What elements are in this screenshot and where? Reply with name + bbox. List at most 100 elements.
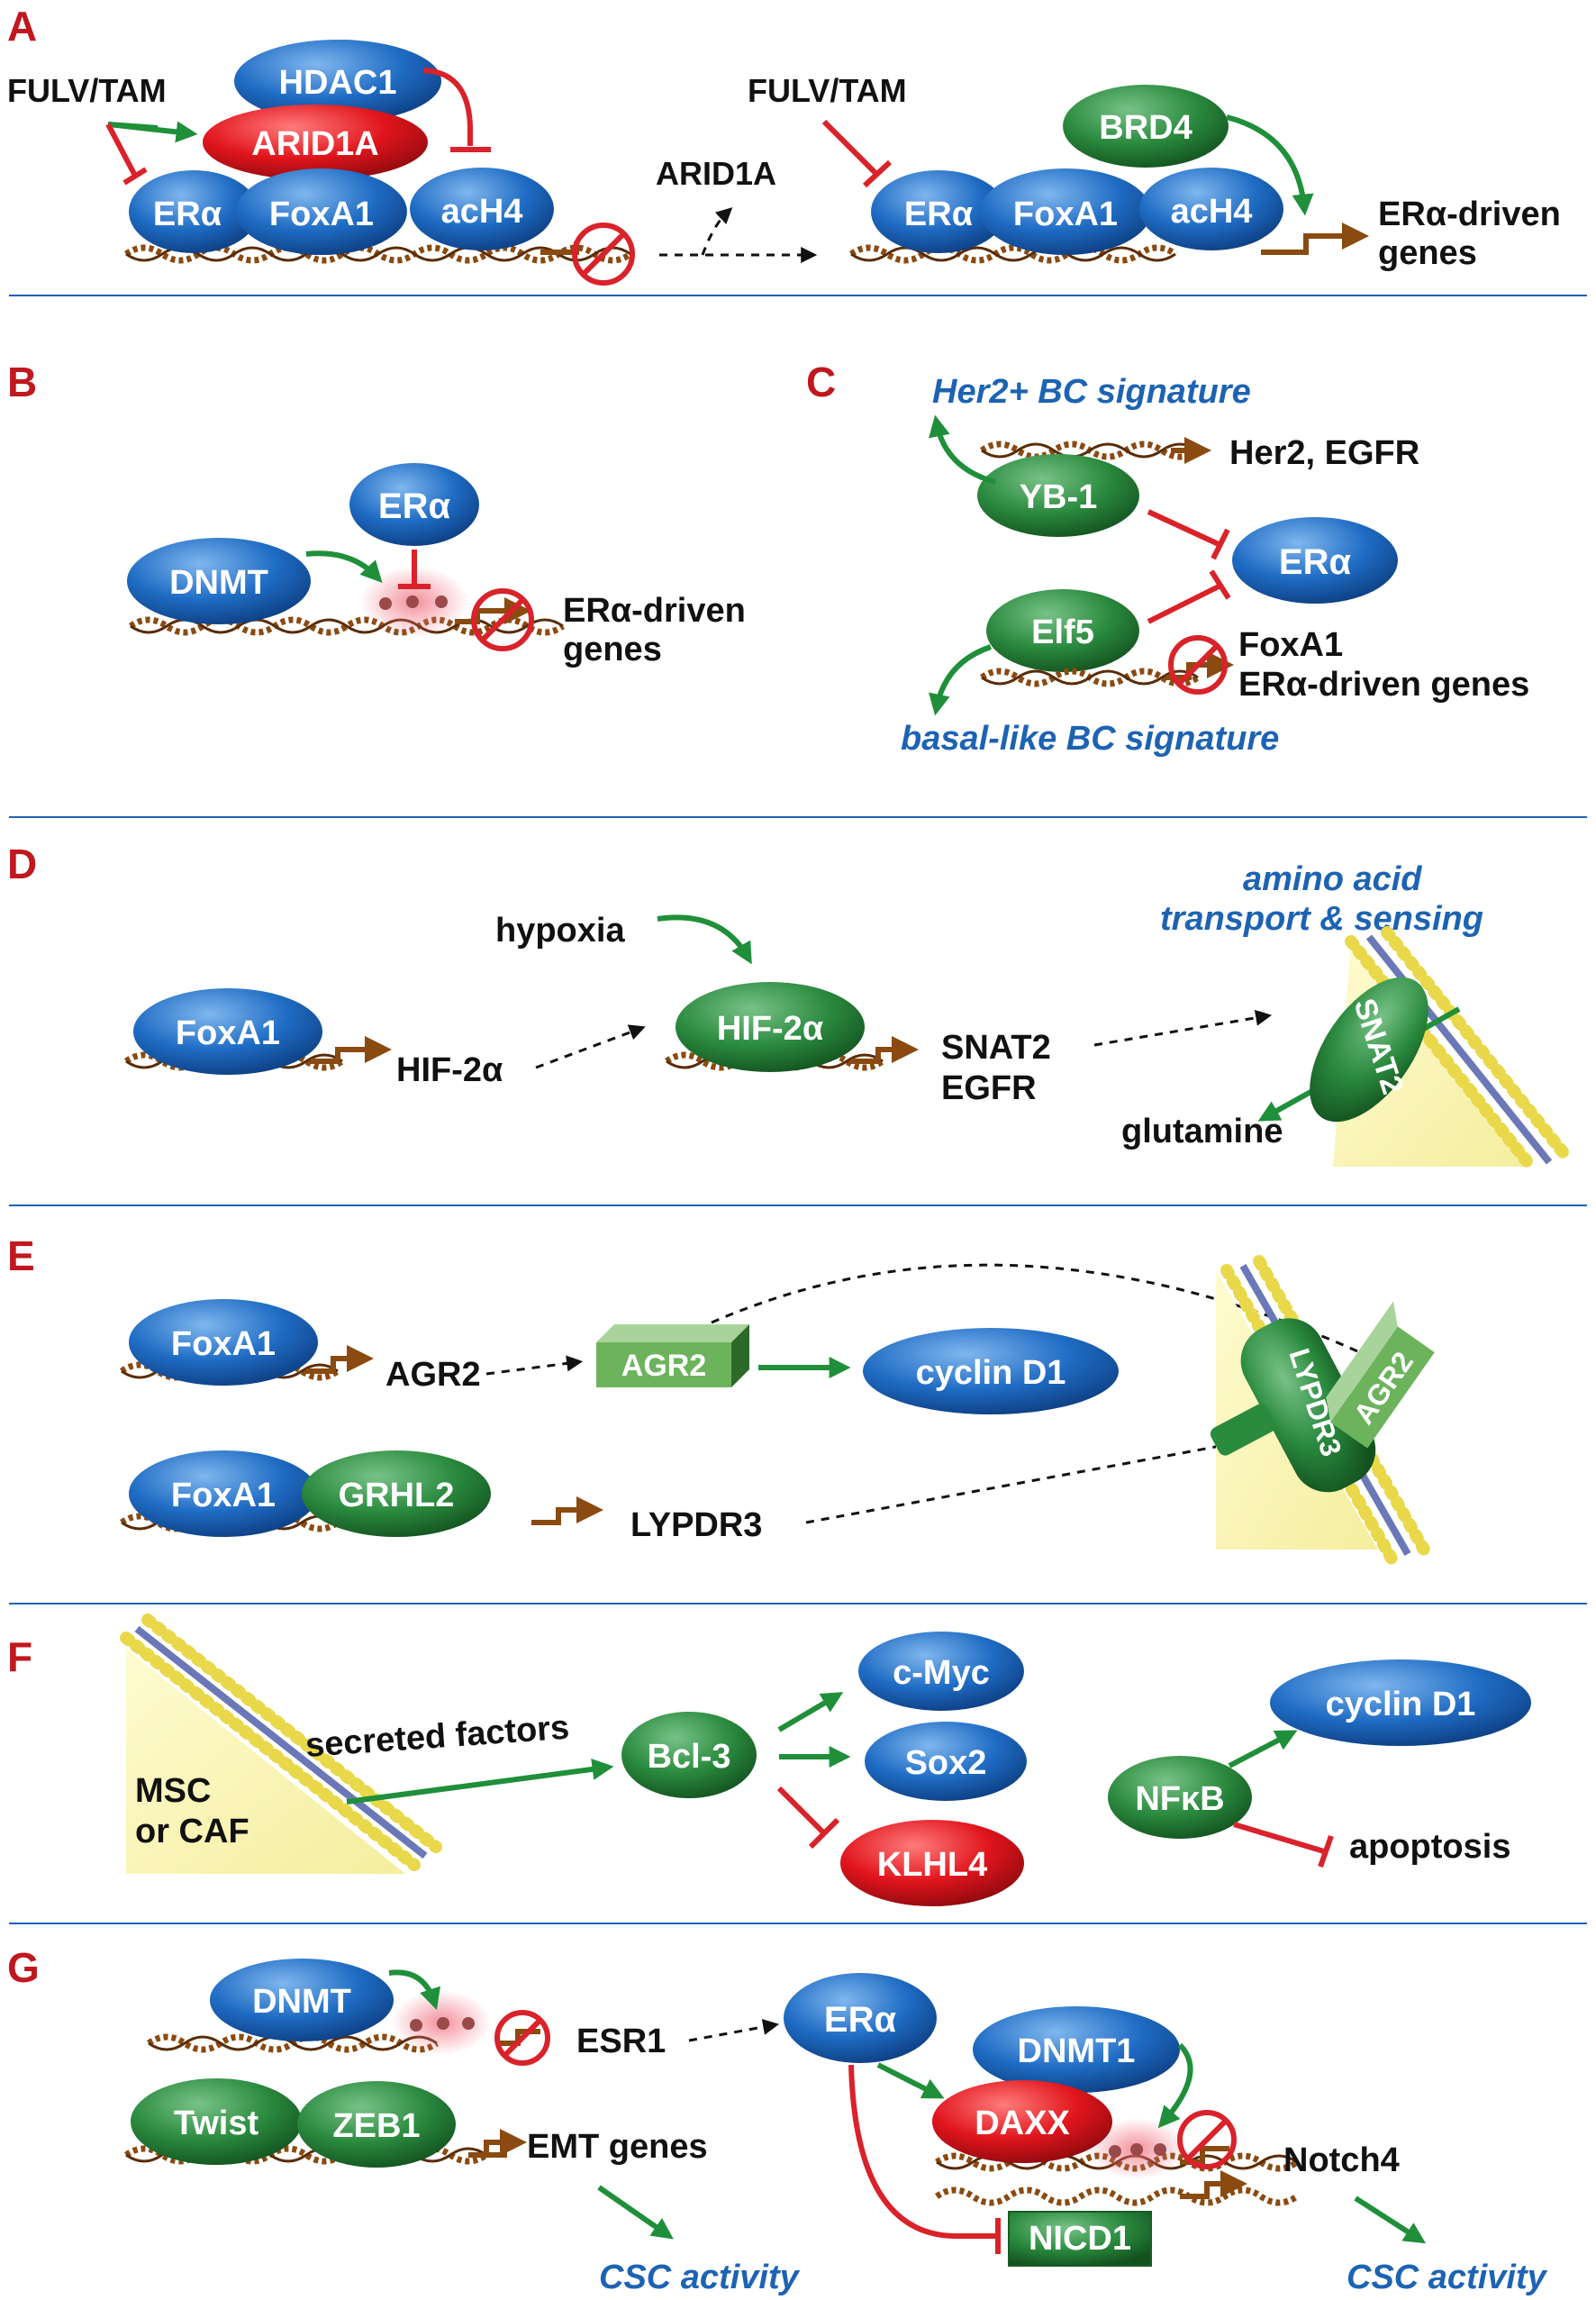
translation-arrow — [688, 2019, 780, 2042]
hif2a-gene-label: HIF-2α — [396, 1051, 503, 1089]
era-label: ERα — [824, 2000, 897, 2040]
blocked-transcription-slash — [581, 232, 626, 277]
foxa1-label: FoxA1 — [171, 1325, 276, 1363]
agr2-protein-block — [596, 1324, 749, 1387]
panel-letter-b: B — [7, 359, 37, 405]
inhibition-line — [1147, 509, 1222, 548]
activation-arrow — [657, 914, 752, 965]
yb1-label: YB-1 — [1020, 478, 1098, 516]
era-label: ERα — [378, 486, 451, 526]
inhibition-bar — [122, 167, 148, 186]
activation-arrow-line — [107, 122, 159, 131]
era-oval — [784, 1973, 937, 2063]
activation-arrow — [1354, 2195, 1427, 2244]
panel-d: FoxA1 HIF-2α hypoxia HIF-2α SNAT2 EGFR a… — [123, 860, 1573, 1173]
era-label: ERα — [904, 195, 973, 233]
dna-strand-back — [130, 618, 564, 634]
zeb1-label: ZEB1 — [332, 2107, 420, 2145]
twist-oval — [131, 2078, 302, 2165]
daxx-label: DAXX — [975, 2105, 1070, 2142]
panel-e: FoxA1 AGR2 AGR2 cyclin D1 FoxA1 GRHL2 LY… — [119, 1255, 1435, 1565]
dna-strand-back — [148, 2035, 438, 2051]
sox2-label: Sox2 — [905, 1744, 987, 1782]
daxx-oval — [932, 2080, 1112, 2163]
target-genes-line1: ERα-driven — [1378, 195, 1561, 233]
foxa1-oval — [236, 168, 407, 255]
translation-arrow — [485, 1355, 584, 1376]
foxa1-label: FoxA1 — [1013, 195, 1118, 233]
panel-letter-a: A — [7, 3, 37, 50]
inhibition-line — [422, 68, 473, 146]
methyl-groups — [379, 595, 448, 610]
dna-strand — [848, 244, 1178, 264]
secreted-factors-label: secreted factors — [304, 1709, 571, 1765]
blocked-transcription-slash — [1185, 2118, 1229, 2161]
membrane-bilayer — [141, 1614, 442, 1853]
csc-activity-left: CSC activity — [599, 2259, 801, 2296]
dnmt-label: DNMT — [252, 1983, 351, 2021]
panel-letter-f: F — [7, 1633, 32, 1680]
elf5-oval — [986, 589, 1139, 672]
cmyc-oval — [858, 1632, 1024, 1711]
nfkb-oval — [1108, 1756, 1252, 1839]
dna-strand-back — [125, 246, 631, 262]
blocked-transcription-slash — [1176, 643, 1220, 686]
era-oval — [129, 170, 258, 253]
activation-arrow — [929, 414, 996, 485]
loss-arrow — [701, 207, 733, 256]
membrane-core — [1365, 934, 1553, 1165]
blocked-transcription-icon — [572, 223, 635, 286]
snat2-transporter — [1310, 977, 1428, 1123]
era-label: ERα — [153, 195, 222, 233]
klhl4-label: KLHL4 — [877, 1846, 987, 1884]
cmyc-label: c-Myc — [893, 1654, 990, 1692]
inhibition-line — [848, 2064, 995, 2239]
fulv-tam-label-left: FULV/TAM — [7, 72, 167, 109]
inhibition-bar — [862, 159, 893, 188]
emt-genes-label: EMT genes — [527, 2128, 708, 2166]
foxa1-label: FoxA1 — [176, 1014, 280, 1052]
transcription-arrow — [851, 1036, 919, 1064]
panel-letter-e: E — [7, 1232, 35, 1279]
dna-strand-back — [981, 669, 1199, 686]
membrane-bilayer — [120, 1632, 421, 1871]
ach4-label: acH4 — [441, 193, 523, 231]
target-genes-line2: genes — [563, 631, 662, 668]
transcription-arrow — [468, 2129, 527, 2158]
target-genes-line1: ERα-driven — [563, 592, 746, 630]
twist-label: Twist — [174, 2105, 259, 2142]
grhl2-oval — [302, 1450, 491, 1537]
transcription-arrow — [531, 1496, 603, 1525]
dnmt-oval — [210, 1959, 394, 2041]
target-genes-line2: genes — [1378, 234, 1477, 272]
dna-strand — [934, 2152, 1300, 2172]
notch4-label: Notch4 — [1283, 2141, 1400, 2179]
transcription-arrow — [455, 597, 531, 624]
activation-arrow — [1226, 114, 1314, 216]
era-oval — [349, 463, 479, 546]
nicd1-box — [1008, 2211, 1152, 2267]
ach4-label: acH4 — [1171, 193, 1253, 231]
blocked-transcription-slash — [480, 597, 525, 642]
ach4-oval — [410, 168, 554, 250]
panel-letter-g: G — [7, 1944, 40, 1991]
bcl3-label: Bcl-3 — [648, 1738, 731, 1776]
arid1a-loss-label: ARID1A — [656, 155, 776, 192]
dnmt-oval — [127, 538, 311, 624]
target-genes-label: ERα-driven genes — [1238, 666, 1529, 704]
panel-letter-c: C — [806, 359, 836, 405]
zeb1-oval — [297, 2081, 456, 2168]
dnmt-label: DNMT — [169, 564, 268, 602]
her2-egfr-label: Her2, EGFR — [1229, 434, 1419, 472]
inhibition-line — [1147, 583, 1222, 624]
ach4-oval — [1139, 168, 1283, 250]
cyclin-d1-label: cyclin D1 — [1326, 1686, 1476, 1723]
hdac1-label: HDAC1 — [279, 64, 397, 102]
foxa1-label: FoxA1 — [269, 195, 374, 233]
membrane-bilayer — [1345, 935, 1537, 1173]
annotation-line1: amino acid — [1243, 860, 1422, 898]
panel-g: DNMT ESR1 Twist ZEB1 EMT genes CSC activ… — [123, 1959, 1548, 2296]
blocked-transcription-slash — [502, 2017, 543, 2059]
annotation-line2: transport & sensing — [1160, 900, 1483, 938]
